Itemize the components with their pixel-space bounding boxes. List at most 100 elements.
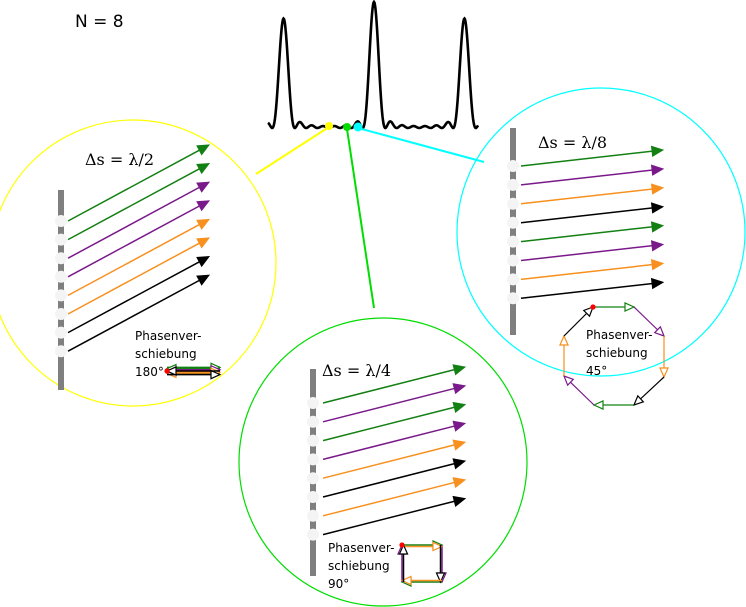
ray-arrowhead-7 — [452, 477, 467, 489]
ray-arrowhead-1 — [196, 144, 211, 156]
ray-arrow-3 — [67, 185, 202, 259]
start-point-marker — [590, 304, 596, 310]
slit-opening — [507, 197, 519, 210]
ray-arrowhead-8 — [196, 274, 211, 286]
grating-bar — [510, 128, 516, 335]
ray-arrow-2 — [322, 387, 458, 423]
intensity-curve — [267, 0, 480, 130]
ray-arrowhead-3 — [452, 401, 467, 413]
phasor-diagram — [559, 302, 669, 410]
start-point-marker — [399, 542, 405, 548]
phase-shift-text-line-2: schiebung — [135, 347, 197, 361]
slit-opening — [507, 216, 519, 229]
ray-arrow-5 — [520, 225, 656, 243]
ray-arrow-1 — [520, 150, 656, 167]
slit-opening — [307, 472, 319, 485]
phase-shift-text-line-3: 45° — [586, 364, 607, 378]
phase-shift-text-line-3: 180° — [135, 365, 164, 379]
slit-opening — [55, 308, 67, 320]
zoom-circle — [0, 119, 277, 407]
zoom-circle — [456, 87, 746, 377]
path-difference-label: Δs = λ/4 — [322, 361, 391, 380]
ray-arrow-4 — [322, 424, 458, 461]
ray-arrow-1 — [67, 148, 202, 222]
slit-opening — [55, 345, 67, 358]
slit-opening — [307, 415, 319, 428]
ray-arrow-8 — [520, 282, 656, 300]
ray-arrow-1 — [322, 368, 458, 404]
ray-arrow-2 — [520, 169, 656, 186]
marker-dot-lambda-half — [325, 122, 333, 130]
phasor-vector-head — [432, 541, 444, 552]
phasor-vector-head — [659, 367, 669, 379]
connector-line-lambda-eighth — [357, 127, 485, 163]
phasor-head — [165, 366, 177, 376]
ray-arrowhead-1 — [650, 145, 665, 157]
phasor-vector-head — [400, 575, 412, 586]
ray-arrowhead-6 — [650, 240, 665, 252]
slit-opening — [55, 270, 67, 283]
slit-opening — [507, 254, 519, 267]
phase-shift-text-line-1: Phasenver- — [328, 541, 394, 555]
ray-arrowhead-5 — [196, 218, 211, 230]
ray-arrowhead-7 — [196, 256, 211, 268]
phasor-vector-head — [624, 302, 636, 312]
slit-opening — [55, 326, 67, 339]
ray-arrow-4 — [520, 206, 656, 224]
slit-opening — [307, 434, 319, 447]
ray-arrow-5 — [67, 223, 202, 297]
ray-arrowhead-6 — [196, 237, 211, 249]
ray-arrow-2 — [67, 167, 202, 241]
ray-arrow-6 — [67, 241, 202, 315]
ray-arrowhead-5 — [452, 439, 467, 451]
ray-arrow-3 — [520, 187, 656, 205]
slit-opening — [507, 178, 519, 191]
slit-opening — [307, 509, 319, 522]
phase-shift-text-line-2: schiebung — [328, 559, 390, 573]
ray-arrowhead-4 — [452, 420, 467, 432]
slit-opening — [507, 273, 519, 286]
slit-count-title: N = 8 — [75, 12, 124, 32]
connector-line-lambda-quarter — [346, 128, 375, 309]
ray-arrowhead-2 — [196, 163, 211, 175]
ray-arrowhead-2 — [650, 164, 665, 176]
path-difference-label: Δs = λ/2 — [85, 150, 154, 169]
phase-shift-text-line-3: 90° — [328, 577, 349, 591]
phasor-diagram — [164, 362, 222, 380]
path-difference-label: Δs = λ/8 — [538, 133, 607, 152]
slit-opening — [307, 453, 319, 466]
ray-arrow-3 — [322, 405, 458, 442]
slit-opening — [307, 491, 319, 503]
slit-opening — [307, 397, 319, 409]
phasor-vector-head — [582, 305, 595, 318]
phasor-vector-head — [632, 394, 645, 406]
ray-arrowhead-4 — [650, 202, 665, 214]
slit-opening — [507, 160, 519, 172]
slit-opening — [55, 252, 67, 265]
phasor-vector-head — [592, 400, 604, 410]
phase-shift-text-line-1: Phasenver- — [586, 328, 652, 342]
ray-arrow-8 — [67, 278, 202, 352]
marker-dot-lambda-eighth — [353, 122, 363, 132]
phasor-vector-head — [435, 572, 446, 584]
marker-dot-lambda-quarter — [343, 123, 351, 131]
phasor-diagram — [397, 540, 447, 587]
slit-opening — [55, 233, 67, 246]
ray-arrowhead-5 — [650, 221, 665, 233]
ray-arrow-8 — [322, 499, 458, 536]
phasor-vector-head — [398, 543, 409, 555]
ray-arrow-7 — [520, 263, 656, 281]
ray-arrow-4 — [67, 204, 202, 278]
ray-arrow-7 — [322, 481, 458, 517]
phasor-vector-head — [559, 334, 569, 346]
ray-arrowhead-4 — [196, 200, 211, 212]
start-point-marker — [164, 368, 170, 374]
ray-arrowhead-7 — [650, 259, 665, 271]
phasor-vector-head — [653, 325, 666, 338]
slit-opening — [507, 292, 519, 305]
phase-shift-text-line-2: schiebung — [586, 346, 648, 360]
